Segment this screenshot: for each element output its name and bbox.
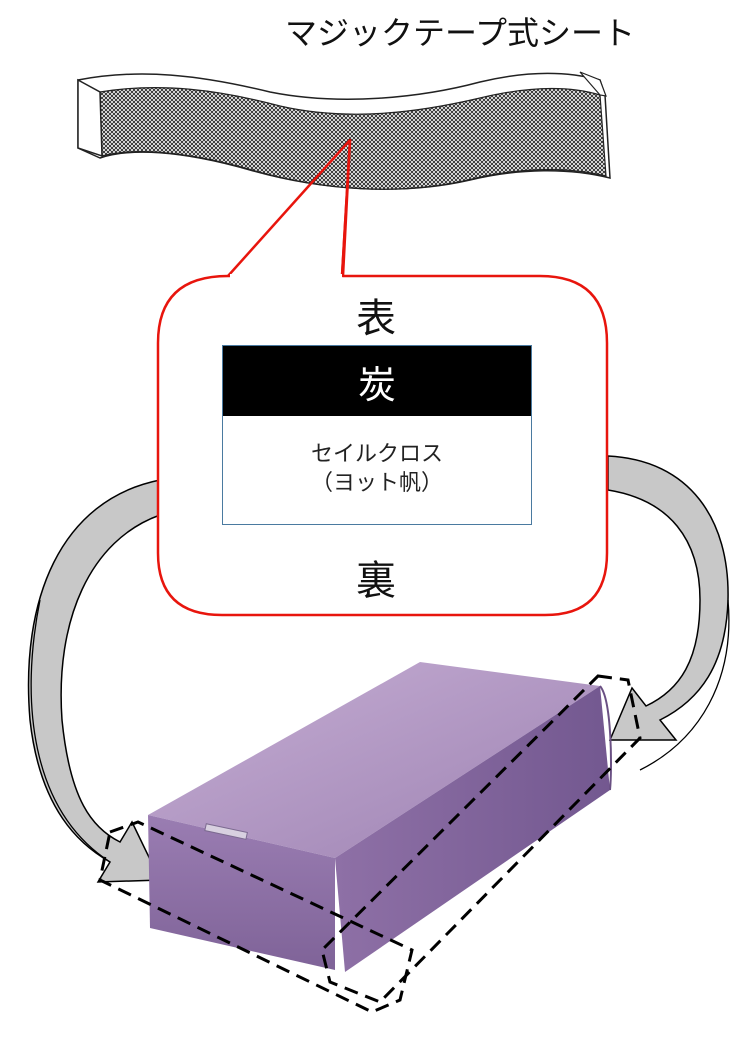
charcoal-layer-label: 炭: [357, 362, 396, 407]
back-face-label: 裏: [356, 558, 396, 604]
front-face-label: 表: [356, 296, 396, 342]
left-curved-arrow-icon: [27, 479, 162, 883]
layer-stack: 炭 セイルクロス （ヨット帆）: [222, 345, 532, 525]
end-edge-dashed-box: [98, 820, 414, 1014]
sailcloth-sub-label: （ヨット帆）: [310, 471, 443, 496]
sailcloth-layer: セイルクロス （ヨット帆）: [223, 416, 531, 524]
page-title: マジックテープ式シート: [284, 14, 636, 52]
side-edge-dashed-box: [320, 674, 642, 1004]
sailcloth-label: セイルクロス: [310, 442, 443, 468]
charcoal-layer: 炭: [223, 346, 531, 416]
right-curved-arrow-icon: [607, 455, 730, 771]
mattress-icon: [148, 662, 612, 972]
tape-strip-icon: [77, 71, 611, 190]
